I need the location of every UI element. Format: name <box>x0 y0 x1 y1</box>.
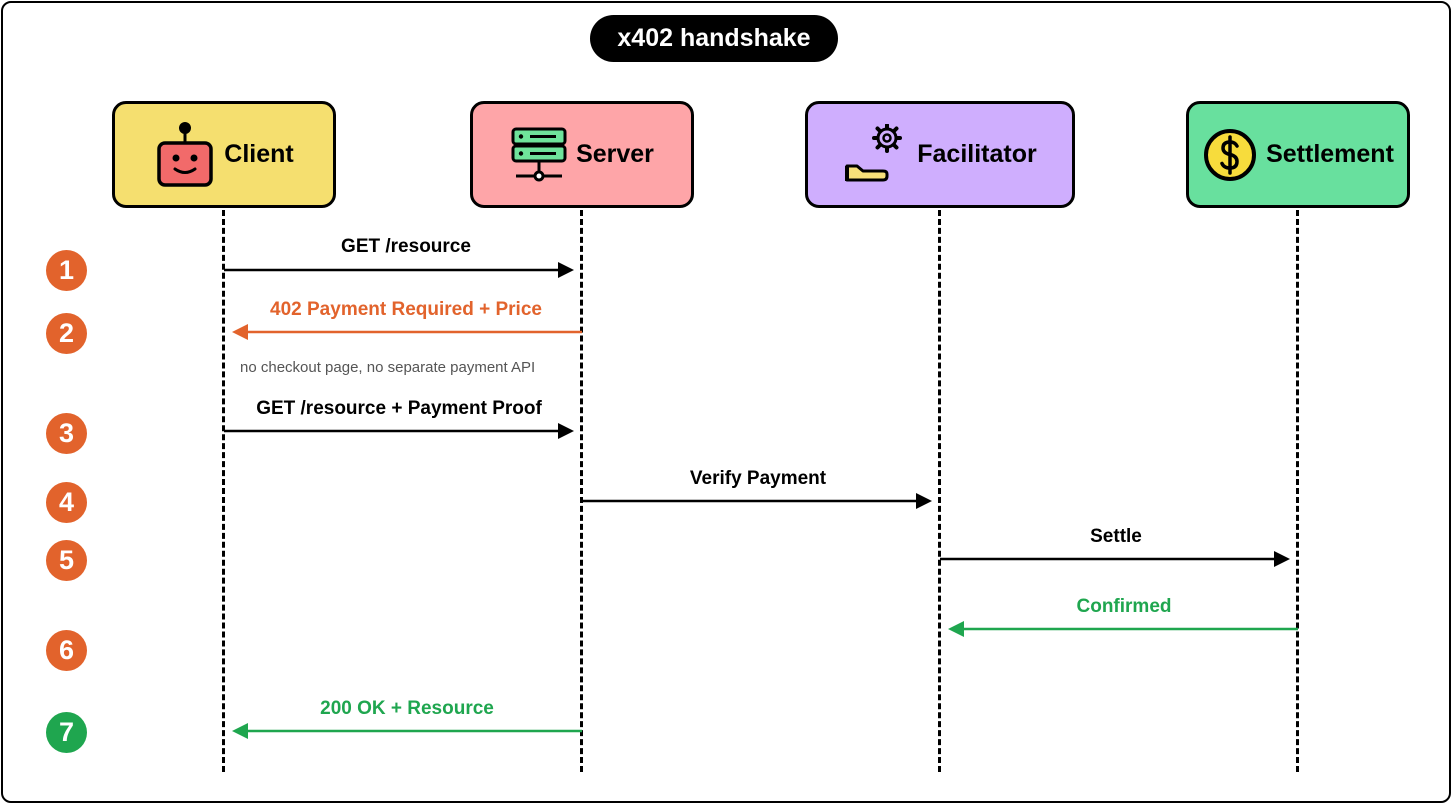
gear-hand-icon <box>845 123 903 181</box>
message-label: 200 OK + Resource <box>320 698 494 719</box>
actor-client: Client <box>112 101 336 208</box>
lifeline-facilitator <box>938 210 941 772</box>
actor-settlement: Settlement <box>1186 101 1410 208</box>
message-label: Settle <box>1090 526 1142 547</box>
message-arrow <box>232 324 582 340</box>
message-arrow <box>582 493 932 509</box>
step-badge: 3 <box>46 413 87 454</box>
step-badge: 6 <box>46 630 87 671</box>
message-label: 402 Payment Required + Price <box>270 299 542 320</box>
dollar-coin-icon <box>1204 128 1257 181</box>
server-icon <box>511 127 567 181</box>
actor-label-server: Server <box>576 140 654 168</box>
actor-label-client: Client <box>224 140 294 168</box>
actor-server: Server <box>470 101 694 208</box>
message-arrow <box>224 262 574 278</box>
message-arrow <box>948 621 1298 637</box>
actor-label-facilitator: Facilitator <box>917 140 1037 168</box>
step-badge: 1 <box>46 250 87 291</box>
message-label: GET /resource + Payment Proof <box>256 398 542 419</box>
message-note: no checkout page, no separate payment AP… <box>240 359 536 376</box>
message-arrow <box>224 423 574 439</box>
lifeline-client <box>222 210 225 772</box>
message-label: Confirmed <box>1076 596 1172 617</box>
message-arrow <box>940 551 1290 567</box>
message-label: GET /resource <box>341 236 471 257</box>
diagram-title: x402 handshake <box>590 15 838 62</box>
actor-label-settlement: Settlement <box>1266 140 1394 168</box>
step-badge: 4 <box>46 482 87 523</box>
lifeline-server <box>580 210 583 772</box>
step-badge: 5 <box>46 540 87 581</box>
step-badge: 7 <box>46 712 87 753</box>
robot-icon <box>157 121 214 187</box>
lifeline-settlement <box>1296 210 1299 772</box>
actor-facilitator: Facilitator <box>805 101 1075 208</box>
step-badge: 2 <box>46 313 87 354</box>
message-arrow <box>232 723 582 739</box>
message-label: Verify Payment <box>689 468 827 489</box>
